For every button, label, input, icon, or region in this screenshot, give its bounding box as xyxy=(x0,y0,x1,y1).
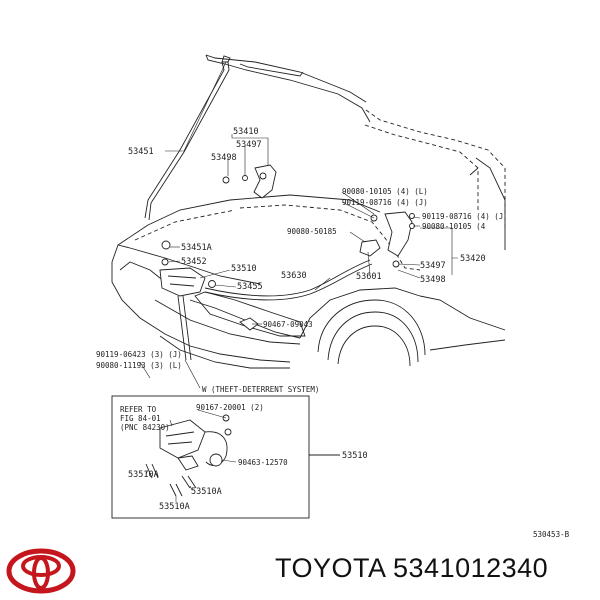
label-53510: 53510 xyxy=(231,264,257,274)
label-53510A-2: 53510A xyxy=(191,487,222,497)
detail-box xyxy=(111,395,340,519)
label-53455: 53455 xyxy=(237,282,263,292)
brand-part-number: TOYOTA 5341012340 xyxy=(275,553,549,583)
label-90167-20001: 90167-20001 (2) xyxy=(196,403,264,412)
label-refer-pnc: (PNC 84230) xyxy=(120,423,170,432)
label-refer-fig: FIG 84-01 xyxy=(120,414,161,423)
label-90467-09043: 90467-09043 xyxy=(263,320,313,329)
label-53451: 53451 xyxy=(128,147,154,157)
label-53452: 53452 xyxy=(181,257,207,267)
label-90463-12570: 90463-12570 xyxy=(238,458,288,467)
label-theft-deterrent: W (THEFT-DETERRENT SYSTEM) xyxy=(202,385,319,394)
diagram-code: 530453-B xyxy=(533,530,570,539)
label-refer-to: REFER TO xyxy=(120,405,157,414)
label-90080-10105: 90080-10105 (4) (L) xyxy=(342,187,428,196)
label-53601: 53601 xyxy=(356,272,382,282)
label-53498-lower: 53498 xyxy=(420,275,446,285)
leader-lines xyxy=(139,61,458,389)
label-53497-lower: 53497 xyxy=(420,261,446,271)
label-53420: 53420 xyxy=(460,254,486,264)
label-53630: 53630 xyxy=(281,271,307,281)
label-90119-08716-right: 90119-08716 (4) (J xyxy=(422,212,503,221)
label-90080-50185: 90080-50185 xyxy=(287,227,337,236)
label-53410: 53410 xyxy=(233,127,259,137)
label-53451A: 53451A xyxy=(181,243,212,253)
label-53497-upper: 53497 xyxy=(236,140,262,150)
hood-hinge xyxy=(222,164,277,199)
car-body-outline xyxy=(111,54,506,369)
hood-release-lever xyxy=(359,211,415,268)
toyota-logo-icon xyxy=(6,548,76,594)
label-90119-06423: 90119-06423 (3) (J) xyxy=(96,350,182,359)
label-90080-11193: 90080-11193 (3) (L) xyxy=(96,361,182,370)
label-53510A-3: 53510A xyxy=(159,502,190,512)
label-53498-upper: 53498 xyxy=(211,153,237,163)
label-90119-08716: 90119-08716 (4) (J) xyxy=(342,198,428,207)
part-labels: 53451 53410 53497 53498 90080-10105 (4) … xyxy=(96,127,570,539)
label-53510A-1: 53510A xyxy=(128,470,159,480)
label-90080-10105-right: 90080-10105 (4 xyxy=(422,222,486,231)
label-53510-box: 53510 xyxy=(342,451,368,461)
